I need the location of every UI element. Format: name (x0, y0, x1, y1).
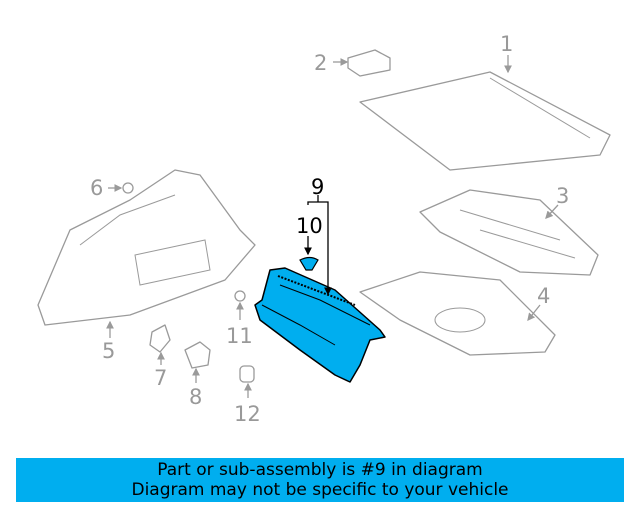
callout-7: 7 (154, 366, 167, 390)
callout-2: 2 (314, 51, 327, 75)
callout-4: 4 (537, 284, 550, 308)
banner-line-1: Part or sub-assembly is #9 in diagram (157, 460, 483, 480)
part-11-clip[interactable]: 11 (226, 290, 253, 348)
callout-6: 6 (90, 176, 103, 200)
callout-11: 11 (226, 324, 253, 348)
part-5-side-trim-panel[interactable]: 5 (37, 169, 256, 363)
part-4-spare-tire-tray[interactable]: 4 (359, 271, 556, 356)
part-6-clip[interactable]: 6 (90, 176, 134, 200)
callout-3: 3 (556, 184, 569, 208)
part-12-clip[interactable]: 12 (234, 365, 261, 426)
callout-8: 8 (189, 385, 202, 409)
part-9-rear-sill-trim-highlighted[interactable]: 9 10 (254, 175, 386, 383)
part-3-floor-panel[interactable]: 3 (419, 184, 599, 276)
part-7-fastener[interactable]: 7 (149, 324, 171, 390)
callout-1: 1 (500, 32, 513, 56)
part-1-cargo-cover[interactable]: 1 (359, 32, 611, 171)
callout-9: 9 (311, 175, 324, 199)
info-banner: Part or sub-assembly is #9 in diagram Di… (16, 458, 624, 502)
part-8-cover[interactable]: 8 (184, 341, 211, 409)
callout-10: 10 (296, 214, 323, 238)
callout-12: 12 (234, 402, 261, 426)
callout-5: 5 (102, 339, 115, 363)
part-2-bracket[interactable]: 2 (314, 49, 391, 77)
banner-line-2: Diagram may not be specific to your vehi… (131, 480, 509, 500)
parts-diagram: 1 2 3 4 5 6 7 8 (37, 32, 611, 426)
